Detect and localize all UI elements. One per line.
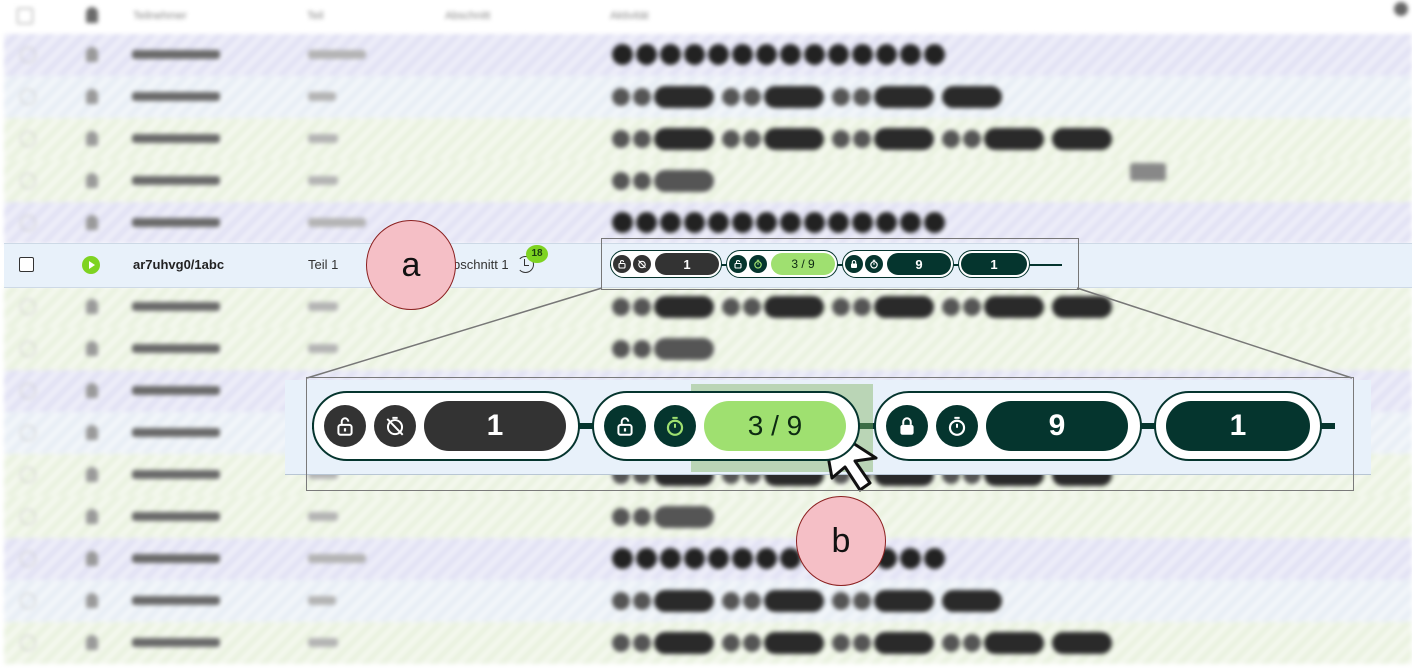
activity-unit[interactable]: 9 (842, 250, 954, 278)
header-participant: Teilnehmer (133, 10, 187, 22)
table-row[interactable] (4, 496, 1412, 538)
lock-open-icon (604, 405, 646, 447)
zoomed-activity-strip: 1 3 / 9 9 1 (312, 389, 1335, 463)
lock-open-icon (729, 255, 747, 273)
history-icon[interactable] (517, 256, 534, 273)
activity-unit[interactable]: 1 (610, 250, 722, 278)
activity-value: 3 / 9 (771, 253, 835, 275)
timer-off-icon (374, 405, 416, 447)
timer-icon (865, 255, 883, 273)
table-row[interactable] (4, 202, 1412, 244)
table-row[interactable] (4, 580, 1412, 622)
settings-icon[interactable] (1394, 2, 1408, 16)
row-checkbox[interactable] (19, 257, 34, 272)
timer-icon (749, 255, 767, 273)
table-row[interactable] (4, 76, 1412, 118)
lock-icon (886, 405, 928, 447)
callout-b: b (796, 496, 886, 586)
zoomed-activity-value: 3 / 9 (704, 401, 846, 451)
activity-value: 9 (887, 253, 951, 275)
timer-icon (654, 405, 696, 447)
zoomed-activity-unit[interactable]: 1 (312, 391, 580, 461)
zoomed-activity-value: 1 (424, 401, 566, 451)
activity-value: 1 (961, 253, 1027, 275)
activity-unit[interactable]: 1 (958, 250, 1030, 278)
activity-unit-current[interactable]: 3 / 9 (726, 250, 838, 278)
zoom-source-frame (601, 238, 1079, 290)
table-row[interactable] (4, 622, 1412, 664)
header-activity: Aktivität (610, 10, 649, 22)
table-row[interactable] (4, 328, 1412, 370)
history-count-badge: 18 (526, 245, 548, 263)
table-header: Teilnehmer Teil Abschnitt Aktivität (0, 0, 1412, 34)
zoomed-activity-unit-current[interactable]: 3 / 9 (592, 391, 860, 461)
lock-open-icon (613, 255, 631, 273)
header-part: Teil (307, 10, 324, 22)
activity-strip: 1 3 / 9 9 1 (610, 250, 1062, 278)
section-label: bschnitt 1 (453, 257, 509, 272)
part-label: Teil 1 (308, 257, 339, 272)
zoomed-activity-unit[interactable]: 9 (874, 391, 1142, 461)
activity-value: 1 (655, 253, 719, 275)
select-all-checkbox[interactable] (17, 8, 33, 24)
header-section: Abschnitt (445, 10, 491, 22)
tooltip-ghost (1130, 163, 1166, 181)
table-row[interactable] (4, 118, 1412, 160)
zoomed-activity-value: 9 (986, 401, 1128, 451)
person-icon (86, 7, 98, 23)
lock-open-icon (324, 405, 366, 447)
callout-a: a (366, 220, 456, 310)
table-row[interactable] (4, 34, 1412, 76)
participant-name: ar7uhvg0/1abc (133, 257, 225, 272)
timer-icon (936, 405, 978, 447)
table-row[interactable] (4, 160, 1412, 202)
lock-icon (845, 255, 863, 273)
zoomed-activity-value: 1 (1166, 401, 1310, 451)
zoom-frame (306, 377, 1354, 491)
play-status-icon (82, 256, 100, 274)
zoom-row-divider (285, 474, 1371, 475)
zoomed-activity-unit[interactable]: 1 (1154, 391, 1322, 461)
timer-off-icon (633, 255, 651, 273)
